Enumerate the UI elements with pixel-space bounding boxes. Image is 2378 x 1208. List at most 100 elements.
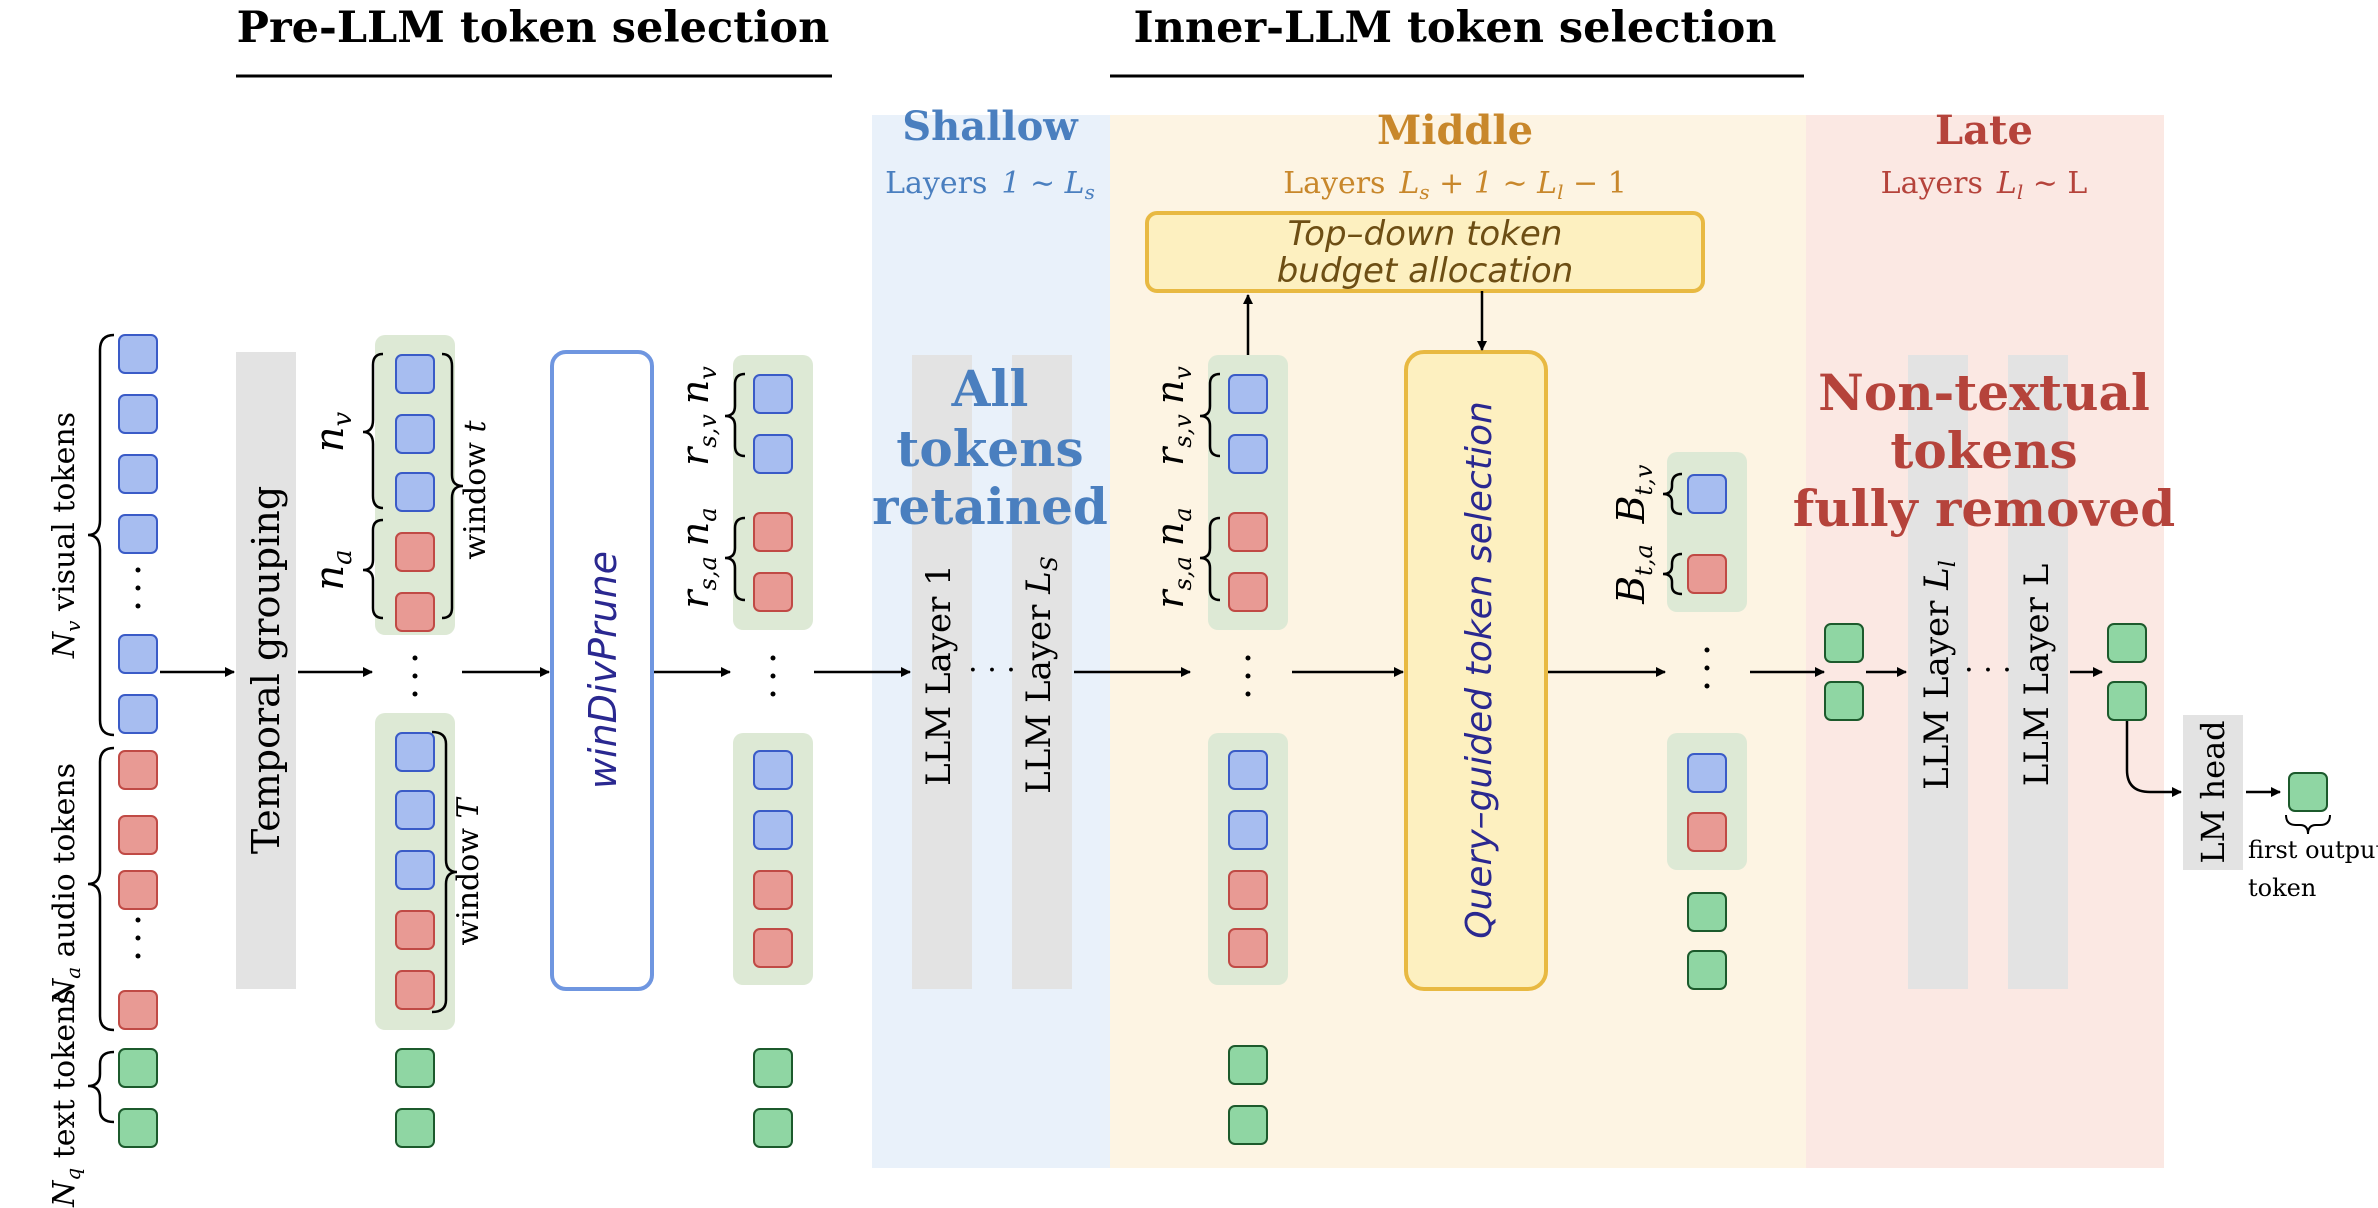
vellipsis-input-visual: [135, 567, 141, 609]
mid-rsv-brace: [1199, 372, 1221, 458]
temporal-grouping-bar: [236, 352, 296, 989]
temporal-grouping-label: Temporal grouping: [244, 486, 288, 854]
pruned-group-1-bg: [733, 355, 813, 630]
btv-label: Bt,v: [1609, 464, 1658, 524]
window-t-label: window t: [458, 419, 493, 559]
window-T-label: window T: [451, 796, 486, 945]
visual-token: [395, 354, 435, 394]
window-T-brace: [431, 730, 458, 1014]
non-textual-removed-line2: tokens: [1890, 421, 2077, 480]
shallow-title: Shallow: [902, 103, 1079, 150]
visual-tokens-label: Nv visual tokens: [47, 412, 85, 659]
text-token: [1824, 623, 1864, 663]
visual-token: [118, 334, 158, 374]
audio-token: [1687, 554, 1727, 594]
visual-token: [753, 374, 793, 414]
rsa-na-label: rs,ana: [673, 507, 722, 608]
topdown-line1: Top–down token: [1288, 214, 1563, 254]
inner-llm-header: Inner-LLM token selection: [1133, 3, 1776, 53]
audio-token: [395, 970, 435, 1010]
visual-token: [118, 514, 158, 554]
audio-token: [118, 990, 158, 1030]
nv-brace: [362, 352, 384, 510]
audio-token: [1687, 812, 1727, 852]
text-token: [2107, 623, 2147, 663]
btv-brace: [1662, 472, 1683, 516]
pre-llm-header: Pre-LLM token selection: [237, 3, 830, 53]
text-token: [395, 1048, 435, 1088]
bta-label: Bt,a: [1609, 544, 1658, 605]
llm-layer-Ls-label: LLM Layer LS: [1019, 556, 1063, 794]
audio-token: [753, 870, 793, 910]
arrow-to-lm-head: [2125, 718, 2182, 797]
late-ellipsis: · · ·: [1964, 653, 2012, 688]
audio-token: [1228, 512, 1268, 552]
text-token: [753, 1108, 793, 1148]
late-title: Late: [1935, 107, 2033, 154]
vellipsis-middle: [1245, 655, 1251, 697]
visual-token: [395, 472, 435, 512]
audio-token: [1228, 572, 1268, 612]
text-token: [2288, 772, 2328, 812]
all-tokens-retained-line1: All: [951, 359, 1029, 418]
visual-token: [1228, 750, 1268, 790]
visual-token: [1228, 810, 1268, 850]
middle-title: Middle: [1377, 107, 1533, 154]
audio-token: [753, 928, 793, 968]
first-output-line2: token: [2248, 874, 2316, 902]
text-brace: [87, 1050, 115, 1124]
middle-group-1-bg: [1208, 355, 1288, 630]
mid-rsv-nv-label: rs,vnv: [1148, 366, 1197, 466]
audio-token: [1228, 928, 1268, 968]
visual-token: [753, 750, 793, 790]
visual-token: [395, 850, 435, 890]
visual-token: [395, 790, 435, 830]
rsv-brace: [724, 372, 746, 458]
text-token: [395, 1108, 435, 1148]
visual-token: [395, 414, 435, 454]
visual-token: [753, 810, 793, 850]
text-token: [1687, 892, 1727, 932]
topdown-budget-box: [1145, 211, 1705, 293]
audio-token: [118, 750, 158, 790]
vellipsis-windows: [412, 655, 418, 697]
rsv-nv-label: rs,vnv: [673, 366, 722, 466]
llm-layer-1-bar: [912, 355, 972, 989]
middle-group-2-bg: [1208, 733, 1288, 985]
visual-token: [118, 394, 158, 434]
first-output-line1: first output: [2248, 836, 2378, 864]
llm-layer-1-label: LLM Layer 1: [919, 564, 959, 786]
all-tokens-retained-line3: retained: [872, 477, 1108, 536]
text-token: [1687, 950, 1727, 990]
vellipsis-budget: [1704, 647, 1710, 689]
rsa-brace: [724, 516, 746, 602]
visual-token: [1228, 434, 1268, 474]
window-t-brace: [441, 352, 464, 620]
visual-token: [118, 634, 158, 674]
visual-token: [1687, 753, 1727, 793]
token-layer: [118, 334, 2328, 1148]
audio-token: [753, 572, 793, 612]
visual-token: [118, 694, 158, 734]
query-guided-box: [1404, 350, 1548, 991]
llm-layer-L-bar: [2008, 355, 2068, 989]
non-textual-removed-line3: fully removed: [1793, 479, 2176, 538]
all-tokens-retained-line2: tokens: [896, 419, 1083, 478]
visual-token: [118, 454, 158, 494]
shallow-stage-bg: [872, 115, 1110, 1168]
pruned-group-2-bg: [733, 733, 813, 985]
audio-token: [118, 870, 158, 910]
audio-brace: [87, 746, 115, 1032]
audio-token: [1228, 870, 1268, 910]
audio-token: [118, 815, 158, 855]
visual-token: [1228, 374, 1268, 414]
bta-brace: [1662, 552, 1683, 596]
windivprune-box: [550, 350, 654, 991]
shallow-ellipsis: · · ·: [968, 653, 1016, 688]
non-textual-removed-line1: Non-textual: [1818, 363, 2150, 422]
topdown-line2: budget allocation: [1277, 251, 1574, 291]
